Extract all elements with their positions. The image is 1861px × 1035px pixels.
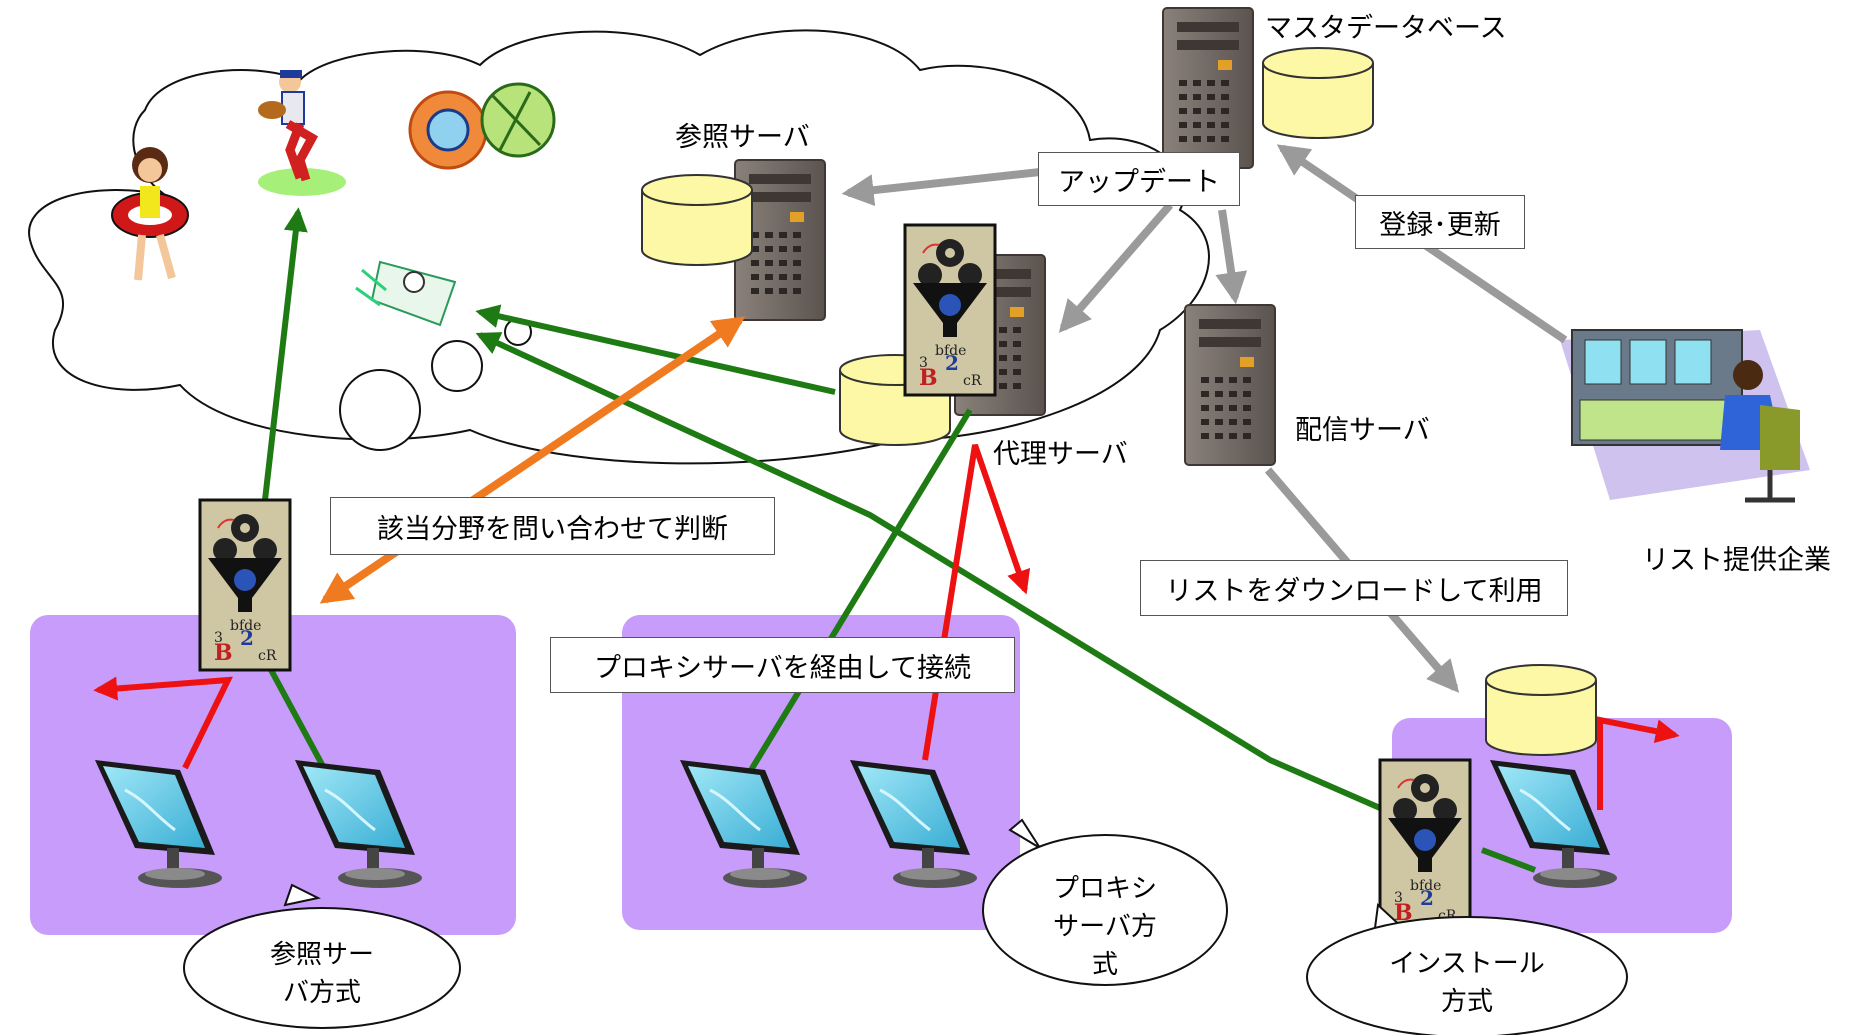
master-database-icon	[1262, 47, 1374, 139]
download-label: リストをダウンロードして利用	[1140, 560, 1568, 616]
zone-reference	[30, 615, 516, 935]
update-label: アップデート	[1038, 152, 1240, 206]
master-server-icon	[1162, 7, 1254, 169]
list-provider-label: リスト提供企業	[1642, 545, 1831, 576]
via-proxy-label: プロキシサーバを経由して接続	[550, 637, 1015, 693]
register-update-label: 登録･更新	[1355, 195, 1525, 249]
proxy-method-text: プロキシ サーバ方 式	[1052, 874, 1157, 980]
distribution-server-label: 配信サーバ	[1295, 415, 1430, 446]
bubble-install-method	[1306, 902, 1628, 1035]
map-clipart	[408, 82, 556, 170]
operator-icon	[1560, 329, 1810, 503]
proxy-server-label: 代理サーバ	[993, 439, 1128, 470]
reference-method-text: 参照サー バ方式	[269, 940, 374, 1008]
baseball-clipart	[258, 70, 346, 196]
filter-funnel-install-icon	[1378, 758, 1472, 932]
filter-funnel-reference-icon	[198, 498, 292, 672]
reference-database-icon	[641, 174, 753, 266]
install-method-text: インストール 方式	[1389, 949, 1545, 1017]
news-clipart	[355, 260, 457, 327]
zone-proxy	[622, 615, 1020, 930]
filter-funnel-proxy-icon	[903, 223, 997, 397]
distribution-server-icon	[1184, 304, 1276, 466]
inquire-label: 該当分野を問い合わせて判断	[330, 497, 775, 555]
reference-server-label: 参照サーバ	[675, 122, 810, 153]
install-database-icon	[1485, 664, 1597, 756]
bubble-reference-method	[183, 883, 461, 1029]
bubble-proxy-method	[982, 818, 1228, 986]
master-db-label: マスタデータベース	[1265, 13, 1507, 44]
swimmer-clipart	[111, 147, 189, 281]
